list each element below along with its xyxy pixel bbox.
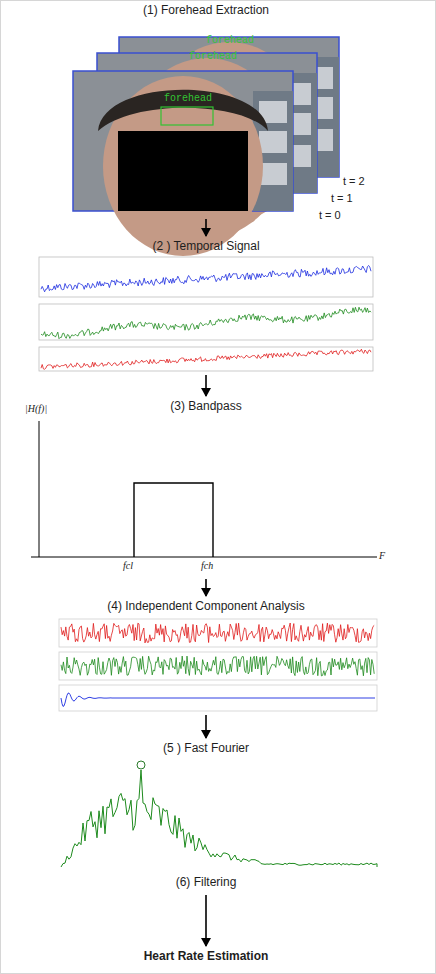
step-title: (4) Independent Component Analysis: [17, 599, 395, 613]
label-holder: forehead: [164, 93, 212, 104]
roi-label: forehead: [189, 51, 237, 62]
signal-plots: [39, 257, 373, 371]
roi-label: forehead: [206, 35, 254, 46]
process-step: (4) Independent Component Analysis: [17, 599, 395, 713]
process-step: (2 ) Temporal Signal: [17, 239, 395, 373]
process-step: Heart Rate Estimation: [17, 949, 395, 967]
step-title: (2 ) Temporal Signal: [17, 239, 395, 253]
frame-time: t = 1: [331, 192, 353, 204]
frame-time: t = 2: [343, 175, 365, 187]
flow-arrow: [205, 375, 207, 396]
step-title: Heart Rate Estimation: [17, 949, 395, 963]
label-holder: t = 1: [331, 192, 353, 204]
signal-trace: [61, 656, 374, 676]
process-step: (6) Filtering: [17, 875, 395, 893]
signal-trace: [41, 349, 371, 369]
signal-trace: [41, 307, 371, 339]
step-title: (6) Filtering: [17, 875, 395, 889]
step-title: (3) Bandpass: [17, 399, 395, 413]
label-holder: t = 0: [319, 209, 341, 221]
signal-trace: [41, 266, 371, 292]
flow-arrow: [205, 579, 207, 596]
step-title: (1) Forehead Extraction: [17, 3, 395, 17]
video-frame: [73, 71, 293, 256]
signal-trace: [61, 623, 374, 643]
step-title: (5 ) Fast Fourier: [17, 741, 395, 755]
flow-arrow: [205, 715, 207, 738]
spectrum-plot: [61, 761, 377, 867]
frame-time: t = 0: [319, 209, 341, 221]
label-holder: F: [379, 550, 385, 561]
label-holder: fch: [201, 560, 213, 571]
label-holder: forehead: [189, 51, 237, 62]
spectrum-trace: [61, 770, 377, 867]
process-step: (3) Bandpass: [17, 399, 395, 577]
flow-arrow: [205, 219, 207, 236]
axis-label: F: [379, 550, 385, 561]
bandpass-plot: [31, 421, 377, 557]
label-holder: fcl: [123, 560, 133, 571]
flow-arrow: [205, 895, 207, 946]
label-holder: forehead: [206, 35, 254, 46]
signal-trace: [61, 693, 375, 706]
axis-label: fch: [201, 560, 213, 571]
label-holder: t = 2: [343, 175, 365, 187]
roi-label: forehead: [164, 93, 212, 104]
label-holder: |H(f)|: [25, 403, 47, 414]
axis-label: fcl: [123, 560, 133, 571]
axis-label: |H(f)|: [25, 403, 47, 414]
ica-plots: [59, 619, 377, 711]
process-step: (5 ) Fast Fourier: [17, 741, 395, 871]
